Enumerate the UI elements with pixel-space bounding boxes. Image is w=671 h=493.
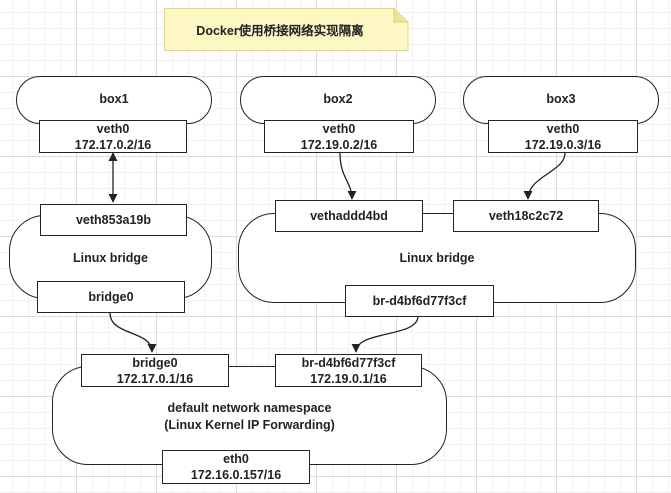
bridge0-port: bridge0 — [37, 281, 185, 313]
br-d4bf6d77f3cf-port: br-d4bf6d77f3cf — [345, 285, 494, 317]
box2-veth-name: veth0 — [322, 121, 356, 136]
host-bridge0-interface: bridge0 172.17.0.1/16 — [81, 354, 229, 387]
bridge0-label: bridge0 — [88, 290, 134, 304]
host-bridge0-ip: 172.17.0.1/16 — [116, 371, 194, 386]
host-br-name: br-d4bf6d77f3cf — [301, 355, 396, 370]
veth853a19b-label: veth853a19b — [75, 213, 152, 227]
note-shape — [164, 8, 409, 51]
box1-veth-name: veth0 — [96, 121, 130, 136]
link-box2-vethaddd4bd — [339, 152, 357, 200]
veth18c2c72-label: veth18c2c72 — [488, 209, 564, 223]
title-note: Docker使用桥接网络实现隔离 — [164, 8, 409, 51]
linux-bridge-left-label: Linux bridge — [73, 251, 148, 265]
br-d4bf6d77f3cf-label: br-d4bf6d77f3cf — [372, 294, 467, 308]
veth853a19b-port: veth853a19b — [40, 204, 187, 236]
veth18c2c72-port: veth18c2c72 — [453, 200, 599, 232]
host-br-interface: br-d4bf6d77f3cf 172.19.0.1/16 — [275, 354, 422, 387]
host-bridge0-name: bridge0 — [132, 355, 178, 370]
host-eth0-interface: eth0 172.16.0.157/16 — [162, 450, 310, 484]
box3-veth0: veth0 172.19.0.3/16 — [488, 120, 638, 153]
box2-veth0: veth0 172.19.0.2/16 — [264, 120, 414, 153]
host-label-line1: default network namespace — [167, 401, 332, 415]
host-br-ip: 172.19.0.1/16 — [310, 371, 387, 386]
host-eth0-ip: 172.16.0.157/16 — [190, 468, 282, 482]
diagram-title: Docker使用桥接网络实现隔离 — [196, 24, 364, 38]
box3-veth-name: veth0 — [546, 121, 580, 136]
box1-veth-ip: 172.17.0.2/16 — [74, 137, 152, 152]
host-label-line2: (Linux Kernel IP Forwarding) — [164, 418, 335, 432]
vethaddd4bd-port: vethaddd4bd — [275, 200, 423, 232]
link-box3-veth18c2c72 — [523, 152, 566, 200]
box3-veth-ip: 172.19.0.3/16 — [524, 137, 602, 152]
linux-bridge-right-label: Linux bridge — [399, 251, 475, 265]
box2-veth-ip: 172.19.0.2/16 — [300, 137, 378, 152]
box1-veth0: veth0 172.17.0.2/16 — [39, 120, 187, 153]
vethaddd4bd-label: vethaddd4bd — [310, 209, 388, 223]
link-br-host — [351, 315, 419, 353]
box3-label: box3 — [546, 92, 576, 106]
box1-label: box1 — [99, 92, 129, 106]
link-bridge0-host — [109, 312, 157, 353]
box2-label: box2 — [323, 92, 353, 106]
host-eth0-name: eth0 — [223, 452, 249, 466]
